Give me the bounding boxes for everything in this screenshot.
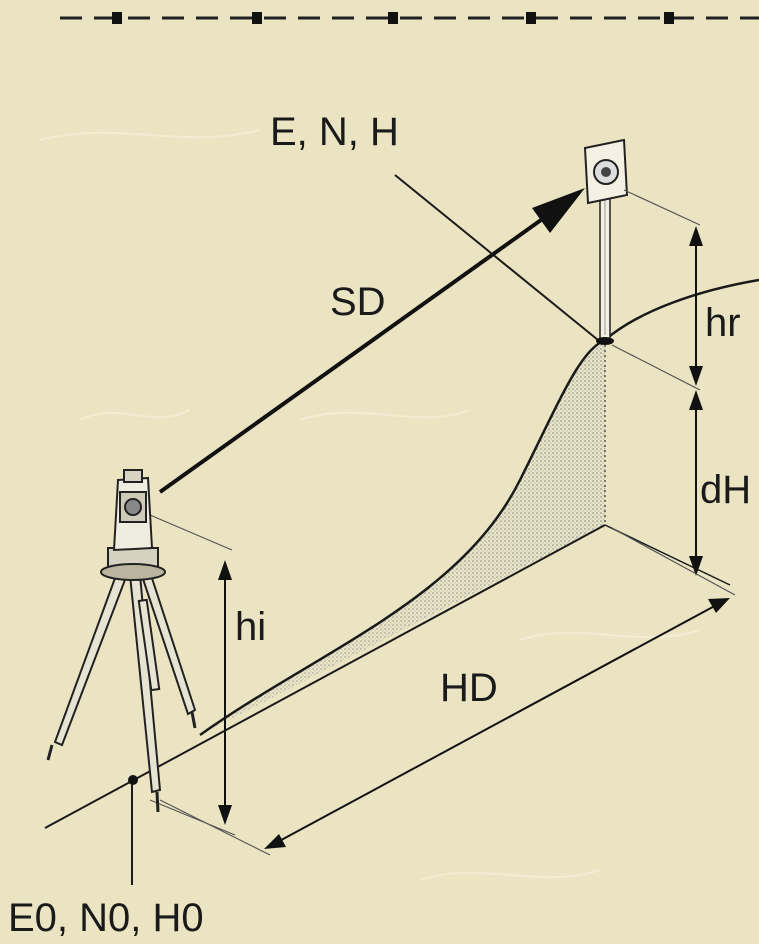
hr-dimension [611, 189, 703, 391]
sd-label: SD [330, 280, 386, 324]
baseline-marker [112, 12, 122, 24]
reflector-assembly [583, 138, 629, 345]
hi-dimension [149, 514, 236, 836]
target-coordinates-label: E, N, H [270, 110, 399, 154]
paper-texture [39, 129, 701, 881]
station-point [128, 775, 138, 785]
dh-label: dH [700, 468, 752, 512]
hd-dimension [159, 527, 736, 856]
theodolite-icon [100, 469, 166, 581]
baseline-marker [252, 12, 262, 24]
hd-label: HD [440, 666, 498, 710]
terrain-continuation [604, 278, 759, 341]
hr-label: hr [705, 301, 741, 345]
baseline-marker [388, 12, 398, 24]
slope-distance-arrow [158, 188, 585, 494]
tripod-icon [46, 564, 197, 813]
baseline-marker [664, 12, 674, 24]
hi-label: hi [235, 605, 267, 649]
terrain-curve [199, 338, 606, 737]
dh-dimension [689, 390, 703, 576]
baseline-marker [526, 12, 536, 24]
top-dashed-baseline [60, 12, 759, 24]
arrowhead-icon [532, 188, 585, 233]
horizontal-reference-line [44, 524, 606, 829]
target-leader-line [394, 174, 599, 341]
station-coordinates-label: E0, N0, H0 [8, 896, 204, 940]
